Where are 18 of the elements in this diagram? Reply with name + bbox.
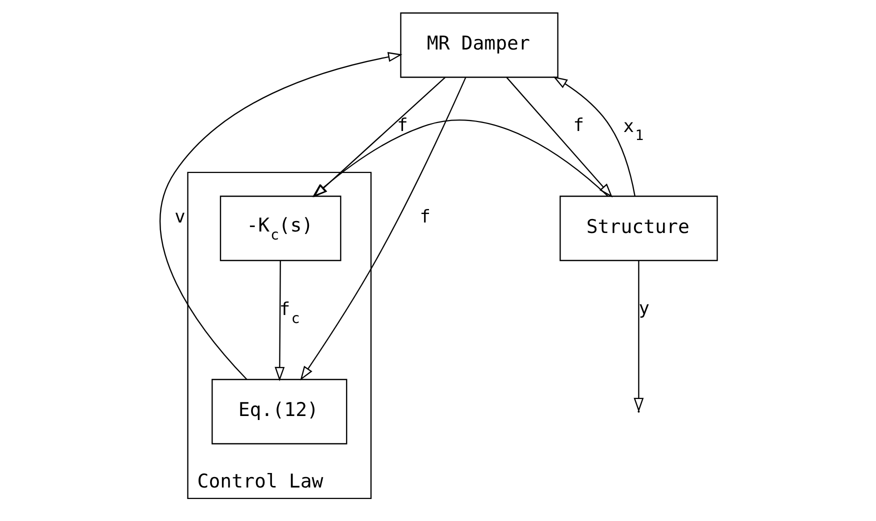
- edge-label: f$_{c}$: [278, 299, 300, 328]
- edge-label: f: [396, 114, 408, 136]
- edge-label: f: [572, 114, 584, 136]
- edge-label: f: [419, 206, 430, 228]
- edge-label: y: [638, 298, 649, 320]
- arrow: [552, 76, 635, 196]
- arrow: [300, 77, 466, 380]
- node-box: MR Damper: [400, 12, 558, 78]
- arrow: [312, 120, 608, 198]
- edge-label: x$_{1}$: [622, 116, 644, 144]
- arrow: [312, 76, 446, 198]
- arrow: [506, 77, 612, 198]
- node-box: Structure: [559, 196, 718, 262]
- edge-label: v: [174, 206, 185, 228]
- arrow: [159, 52, 402, 380]
- arrow: [274, 260, 284, 382]
- node-box: Eq.(12): [211, 378, 347, 444]
- node-box: -K$_{c}$(s): [219, 196, 341, 262]
